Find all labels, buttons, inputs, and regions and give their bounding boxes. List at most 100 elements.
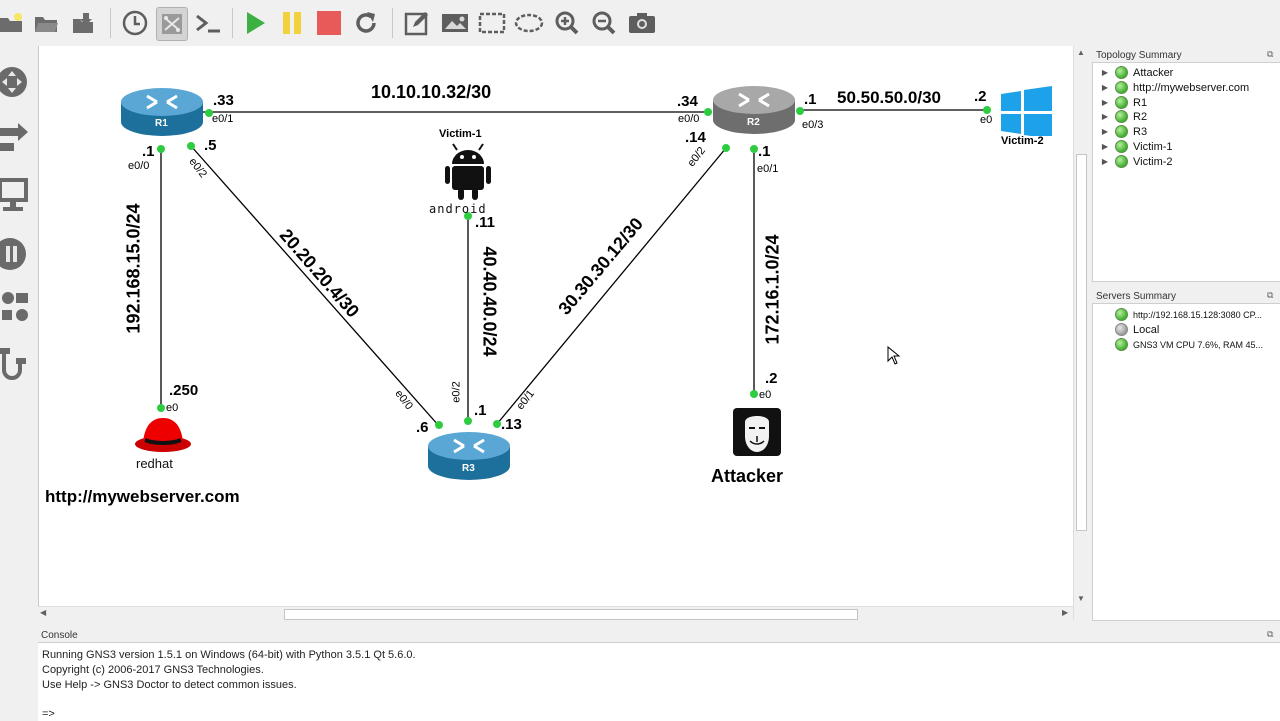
server-item[interactable]: http://192.168.15.128:3080 CP... (1093, 307, 1262, 322)
end-devices-category-icon[interactable] (0, 172, 32, 216)
expand-arrow-icon[interactable]: ▶ (1101, 157, 1109, 166)
status-dot-icon (1115, 155, 1128, 168)
status-dot-icon (1115, 125, 1128, 138)
addr-label: .2 (974, 88, 987, 105)
open-project-icon[interactable] (31, 7, 61, 39)
switches-category-icon[interactable] (0, 114, 32, 158)
topology-item[interactable]: ▶R2 (1093, 109, 1147, 124)
topology-item[interactable]: ▶R1 (1093, 95, 1147, 110)
router-r2[interactable]: R2 (711, 82, 799, 136)
security-devices-category-icon[interactable] (0, 232, 32, 276)
host-attacker-label: Attacker (711, 466, 784, 486)
new-project-icon[interactable] (0, 7, 26, 39)
expand-arrow-icon[interactable]: ▶ (1101, 112, 1109, 121)
topology-item[interactable]: ▶R3 (1093, 124, 1147, 139)
topology-item[interactable]: ▶Victim-2 (1093, 154, 1173, 169)
net-label-r2-victim2: 50.50.50.0/30 (837, 88, 941, 107)
addr-label: .1 (804, 91, 817, 108)
host-victim-1[interactable]: Victim-1 android (425, 128, 511, 218)
router-icon (121, 88, 203, 136)
all-devices-category-icon[interactable] (0, 288, 32, 332)
expand-arrow-icon[interactable]: ▶ (1101, 83, 1109, 92)
status-dot-icon (1115, 308, 1128, 321)
canvas-vertical-scrollbar[interactable]: ▲ ▼ (1073, 46, 1088, 620)
host-webserver[interactable]: redhat (129, 414, 199, 472)
expand-arrow-icon[interactable]: ▶ (1101, 68, 1109, 77)
port-label: e0 (166, 402, 179, 414)
console-prompt[interactable]: => (42, 708, 55, 720)
draw-ellipse-icon[interactable] (514, 7, 544, 39)
port-label: e0/0 (678, 113, 700, 125)
status-dot-icon (1115, 140, 1128, 153)
server-item[interactable]: GNS3 VM CPU 7.6%, RAM 45... (1093, 337, 1263, 352)
stop-icon[interactable] (314, 7, 344, 39)
net-label-r1-r2: 10.10.10.32/30 (371, 82, 492, 102)
snapshot-clock-icon[interactable] (120, 7, 150, 39)
android-wordmark: android (429, 202, 487, 216)
topology-item[interactable]: ▶http://mywebserver.com (1093, 80, 1249, 95)
zoom-out-icon[interactable] (589, 7, 619, 39)
scrollbar-thumb[interactable] (284, 609, 858, 620)
addr-label: .5 (204, 137, 217, 154)
save-project-icon[interactable] (68, 7, 98, 39)
port-label: e0 (980, 114, 993, 126)
status-dot-icon (1115, 96, 1128, 109)
addr-label: .2 (765, 370, 778, 387)
router-r3-label: R3 (462, 463, 475, 474)
port-label: e0/2 (450, 381, 463, 403)
console-line: Running GNS3 version 1.5.1 on Windows (6… (42, 649, 416, 661)
host-victim-2[interactable]: Victim-2 (995, 86, 1065, 152)
insert-image-icon[interactable] (440, 7, 470, 39)
router-r3[interactable]: R3 (426, 428, 514, 482)
expand-arrow-icon[interactable]: ▶ (1101, 98, 1109, 107)
pause-icon[interactable] (277, 7, 307, 39)
topology-summary-panel: ▶Attacker ▶http://mywebserver.com ▶R1 ▶R… (1092, 62, 1280, 282)
scrollbar-thumb[interactable] (1076, 154, 1087, 531)
undock-icon[interactable]: ⧉ (1267, 629, 1274, 639)
link-r1-r3[interactable] (190, 145, 440, 427)
topology-links (157, 106, 991, 429)
zoom-in-icon[interactable] (552, 7, 582, 39)
topology-item[interactable]: ▶Victim-1 (1093, 139, 1173, 154)
topology-canvas[interactable]: R1 R2 R3 Victim-1 android Victim-2 (38, 46, 1074, 606)
expand-arrow-icon[interactable]: ▶ (1101, 127, 1109, 136)
router-r1[interactable]: R1 (119, 84, 207, 138)
console-all-icon[interactable] (194, 7, 224, 39)
status-dot-icon (1115, 66, 1128, 79)
port-label: e0/1 (212, 113, 234, 125)
topology-item[interactable]: ▶Attacker (1093, 65, 1173, 80)
undock-icon[interactable]: ⧉ (1267, 290, 1274, 300)
redhat-icon (135, 418, 191, 452)
show-interfaces-icon[interactable] (156, 7, 188, 41)
router-icon (428, 432, 510, 480)
status-dot-icon (1115, 110, 1128, 123)
net-label-r2-attacker: 172.16.1.0/24 (762, 234, 783, 345)
servers-summary-panel: http://192.168.15.128:3080 CP... Local G… (1092, 303, 1280, 621)
server-item[interactable]: Local (1093, 322, 1159, 337)
host-victim-2-label: Victim-2 (1001, 135, 1044, 147)
draw-rectangle-icon[interactable] (477, 7, 507, 39)
addr-label: .6 (416, 419, 429, 436)
device-toolbar (0, 46, 38, 626)
canvas-horizontal-scrollbar[interactable]: ◀ ▶ (38, 606, 1073, 621)
net-label-r1-server: 192.168.15.0/24 (123, 203, 144, 334)
anonymous-mask-icon (733, 408, 781, 456)
port-label: e0 (759, 389, 772, 401)
port-label: e0/3 (802, 119, 824, 131)
undock-icon[interactable]: ⧉ (1267, 49, 1274, 59)
routers-category-icon[interactable] (0, 60, 32, 104)
screenshot-icon[interactable] (627, 7, 657, 39)
add-note-icon[interactable] (402, 7, 432, 39)
redhat-wordmark: redhat (136, 456, 173, 471)
expand-arrow-icon[interactable]: ▶ (1101, 142, 1109, 151)
port-label: e0/0 (128, 160, 150, 172)
link-r2-r3[interactable] (496, 147, 727, 425)
addr-label: .11 (475, 214, 496, 231)
windows-icon (1001, 86, 1052, 136)
host-attacker[interactable] (733, 408, 783, 458)
addr-label: .34 (677, 93, 698, 110)
start-icon[interactable] (240, 7, 270, 39)
reload-icon[interactable] (351, 7, 381, 39)
add-link-icon[interactable] (0, 346, 32, 390)
console-panel[interactable]: Running GNS3 version 1.5.1 on Windows (6… (38, 642, 1280, 721)
